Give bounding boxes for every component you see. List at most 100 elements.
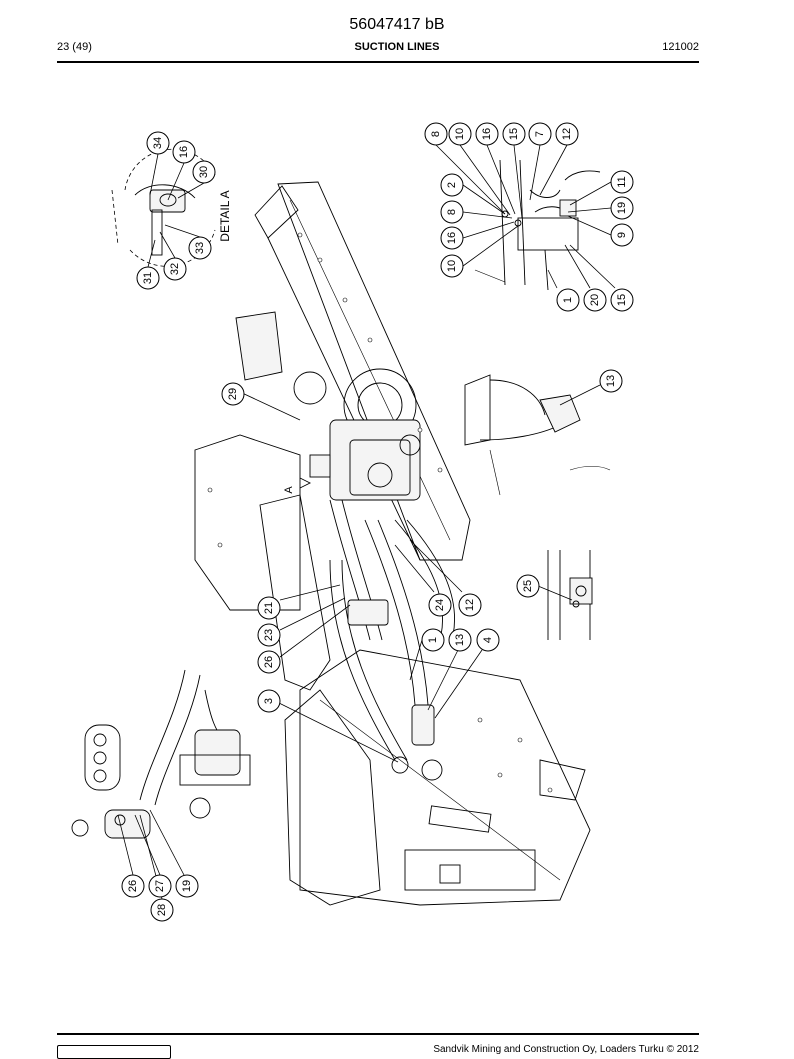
callout-balloon: 11 [610, 170, 634, 194]
callout-circle [556, 288, 580, 312]
callout-circle [528, 122, 552, 146]
callout-balloon: 25 [516, 574, 540, 598]
callout-number: 29 [227, 388, 239, 400]
callout-balloon: 19 [610, 196, 634, 220]
callout-balloon: 32 [163, 257, 187, 281]
callout-number: 20 [589, 294, 601, 306]
callout-balloon: 20 [583, 288, 607, 312]
callout-number: 2 [446, 182, 458, 188]
callout-number: 1 [562, 297, 574, 303]
footer-copyright: Sandvik Mining and Construction Oy, Load… [433, 1044, 699, 1055]
callout-balloon: 4 [476, 628, 500, 652]
callout-circle [163, 257, 187, 281]
callout-balloon: 12 [458, 593, 482, 617]
callout-circle [610, 196, 634, 220]
callout-number: 4 [482, 637, 494, 643]
callout-circle [583, 288, 607, 312]
callout-balloon: 9 [610, 223, 634, 247]
callout-balloon: 15 [610, 288, 634, 312]
callout-balloon: 13 [599, 369, 623, 393]
callout-circle [458, 593, 482, 617]
callout-number: 8 [446, 209, 458, 215]
callout-number: 25 [522, 580, 534, 592]
callout-circle [599, 369, 623, 393]
callout-number: 10 [446, 260, 458, 272]
callout-circle [440, 226, 464, 250]
callout-number: 33 [194, 242, 206, 254]
callout-number: 11 [616, 176, 628, 187]
detail-a-label: DETAIL A [218, 190, 232, 241]
callout-balloon: 31 [136, 266, 160, 290]
callout-balloon: 21 [257, 596, 281, 620]
callout-circle [610, 170, 634, 194]
callout-circle [448, 122, 472, 146]
callout-number: 23 [263, 629, 275, 641]
callout-number: 31 [142, 272, 154, 284]
leader-lines [117, 144, 616, 900]
callout-balloon: 16 [440, 226, 464, 250]
callout-balloon: 24 [428, 593, 452, 617]
document-number: 56047417 bB [349, 16, 445, 33]
callout-circle [476, 628, 500, 652]
callout-number: 21 [263, 602, 275, 614]
view-marker-a: A [283, 486, 295, 494]
callout-circle [146, 131, 170, 155]
callout-balloon: 34 [146, 131, 170, 155]
callout-number: 15 [616, 294, 628, 306]
page-number: 23 (49) [57, 41, 92, 53]
callout-number: 24 [434, 599, 446, 611]
callout-number: 27 [154, 880, 166, 892]
callout-balloon: 29 [221, 382, 245, 406]
callout-circle [428, 593, 452, 617]
callout-circle [257, 650, 281, 674]
callout-balloon: 27 [148, 874, 172, 898]
callout-number: 16 [178, 146, 190, 158]
callout-number: 19 [616, 202, 628, 214]
callout-number: 1 [427, 637, 439, 643]
section-title: SUCTION LINES [354, 41, 440, 53]
callout-circle [188, 236, 212, 260]
callout-circle [257, 689, 281, 713]
callout-balloon: 28 [150, 898, 174, 922]
callout-number: 19 [181, 880, 193, 892]
view-arrow-icon [299, 477, 312, 489]
callout-balloon: 26 [121, 874, 145, 898]
callout-balloon: 1 [421, 628, 445, 652]
callout-circle [121, 874, 145, 898]
callout-number: 30 [198, 166, 210, 178]
callout-number: 7 [534, 131, 546, 137]
callout-circle [502, 122, 526, 146]
callout-circle [257, 623, 281, 647]
callout-balloon: 7 [528, 122, 552, 146]
callout-circle [175, 874, 199, 898]
callout-circle [172, 140, 196, 164]
callout-number: 28 [156, 904, 168, 916]
callout-balloon: 10 [440, 254, 464, 278]
callout-balloon: 23 [257, 623, 281, 647]
callout-number: 15 [508, 128, 520, 140]
callout-number: 9 [616, 232, 628, 238]
callout-balloon: 13 [448, 628, 472, 652]
date-code: 121002 [662, 41, 699, 53]
callout-balloon: 10 [448, 122, 472, 146]
callout-circle [610, 223, 634, 247]
callout-number: 12 [561, 128, 573, 140]
callout-circle [440, 200, 464, 224]
callout-balloon: 15 [502, 122, 526, 146]
callout-balloon: 19 [175, 874, 199, 898]
callout-balloon: 16 [172, 140, 196, 164]
callout-balloon: 30 [192, 160, 216, 184]
inset-sensor [547, 550, 593, 640]
callout-circle [257, 596, 281, 620]
inset-valve [464, 374, 611, 496]
callout-number: 13 [605, 375, 617, 387]
callout-circle [148, 874, 172, 898]
callout-number: 32 [169, 263, 181, 275]
callout-circle [424, 122, 448, 146]
callout-circle [421, 628, 445, 652]
header-rule [57, 61, 699, 63]
callout-number: 13 [454, 634, 466, 646]
callout-circle [150, 898, 174, 922]
callout-circle [475, 122, 499, 146]
